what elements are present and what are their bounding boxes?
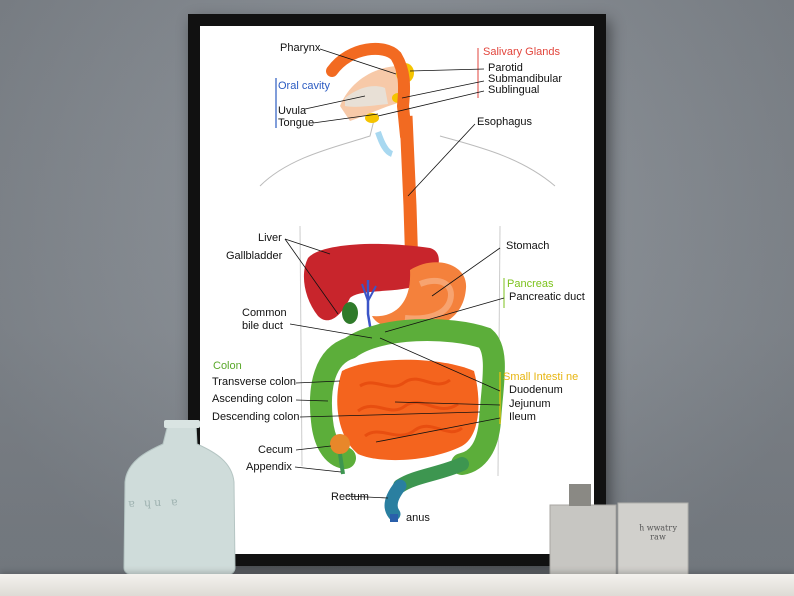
pharynx bbox=[326, 42, 412, 142]
sigmoid-colon bbox=[393, 457, 469, 493]
transverse-descending-colon bbox=[339, 319, 505, 475]
label-duodenum: Duodenum bbox=[509, 384, 563, 396]
label-anus: anus bbox=[406, 512, 430, 524]
intestine-folds bbox=[357, 377, 463, 438]
label-transverse-colon: Transverse colon bbox=[212, 376, 296, 388]
label-oral-cavity: Oral cavity bbox=[278, 80, 330, 92]
label-tongue: Tongue bbox=[278, 117, 315, 129]
label-esophagus: Esophagus bbox=[477, 116, 533, 128]
trachea bbox=[375, 131, 394, 157]
gallbladder bbox=[342, 302, 358, 324]
cecum bbox=[330, 434, 350, 454]
vase-text: ɐ ɥu ɐ bbox=[127, 495, 181, 510]
shoulder-outline-left bbox=[259, 115, 376, 187]
label-rectum: Rectum bbox=[331, 491, 369, 503]
rectum bbox=[384, 479, 407, 521]
label-descending-colon: Descending colon bbox=[212, 411, 300, 423]
label-sublingual: Sublingual bbox=[488, 84, 540, 96]
stomach-inner bbox=[404, 277, 454, 322]
label-stomach: Stomach bbox=[506, 240, 550, 252]
liver bbox=[303, 243, 439, 321]
jar-text: ʍɐɹ ʎɹʇɐʍʍ ɥ bbox=[639, 524, 677, 542]
label-pancreas: Pancreas bbox=[507, 278, 554, 290]
label-ascending-colon: Ascending colon bbox=[212, 393, 293, 405]
label-pharynx: Pharynx bbox=[280, 42, 321, 54]
label-appendix: Appendix bbox=[246, 461, 292, 473]
label-salivary-glands: Salivary Glands bbox=[483, 46, 561, 58]
label-jejunum: Jejunum bbox=[509, 398, 551, 410]
hepatic-ducts bbox=[361, 283, 377, 304]
label-common-bile-duct-1: Common bbox=[242, 307, 287, 319]
label-liver: Liver bbox=[258, 232, 282, 244]
appendix bbox=[338, 453, 345, 475]
shoulder-outline-right bbox=[439, 135, 556, 187]
label-gallbladder: Gallbladder bbox=[226, 250, 283, 262]
digestive-system-poster: Pharynx Salivary Glands Parotid Submandi… bbox=[200, 26, 594, 554]
oral-cavity-shape bbox=[345, 86, 388, 107]
label-uvula: Uvula bbox=[278, 105, 307, 117]
label-submandibular: Submandibular bbox=[488, 73, 562, 85]
ascending-colon bbox=[309, 337, 361, 469]
label-small-intestine: Small Intesti ne bbox=[503, 371, 579, 383]
label-ileum: Ileum bbox=[509, 411, 536, 423]
label-common-bile-duct-2: bile duct bbox=[242, 320, 283, 332]
label-parotid: Parotid bbox=[488, 62, 523, 74]
digestive-diagram bbox=[259, 42, 556, 522]
shelf bbox=[0, 574, 794, 596]
body-outline-left bbox=[299, 225, 303, 467]
label-cecum: Cecum bbox=[258, 444, 293, 456]
label-pancreatic-duct: Pancreatic duct bbox=[509, 291, 585, 303]
leader-lines bbox=[284, 48, 505, 499]
label-colon: Colon bbox=[213, 360, 242, 372]
